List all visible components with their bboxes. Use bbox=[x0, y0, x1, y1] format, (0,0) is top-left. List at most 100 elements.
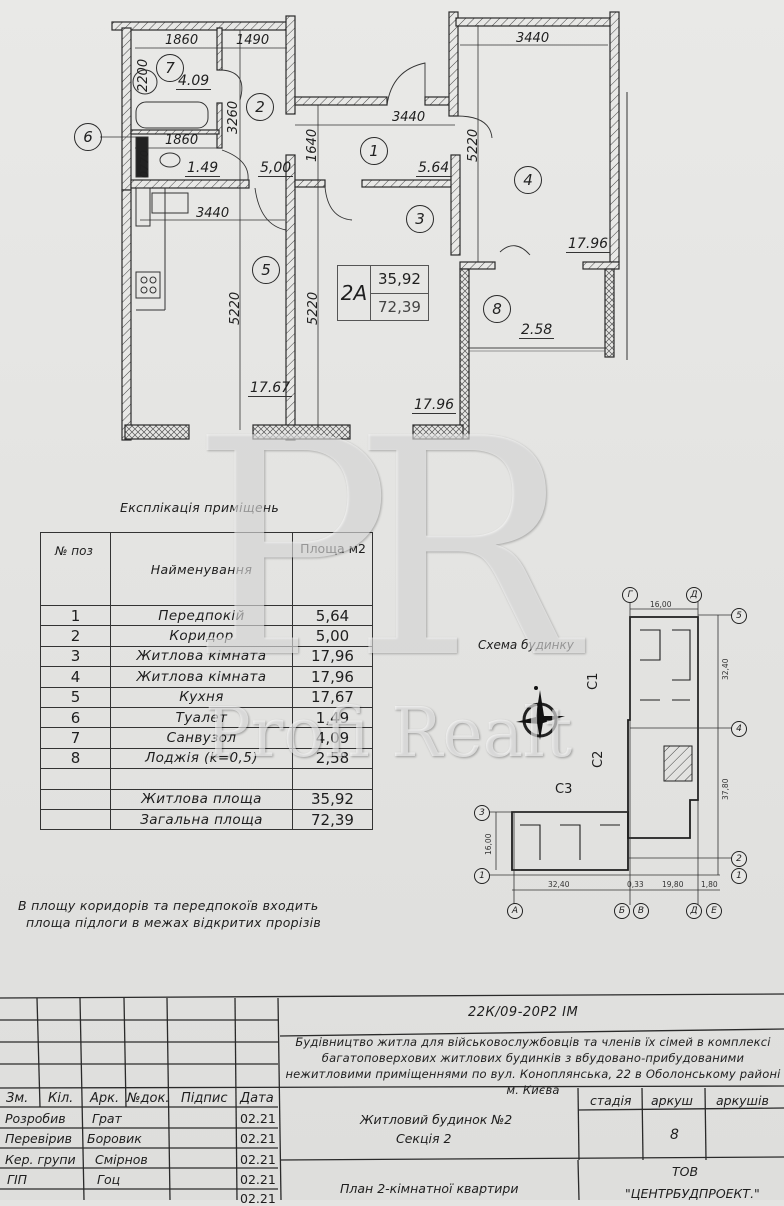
row-area: 5,64 bbox=[292, 604, 373, 627]
wall bbox=[285, 15, 296, 115]
leader-line-6 bbox=[100, 136, 140, 138]
compass-rose-icon bbox=[516, 686, 565, 740]
room-area-1: 5.64 bbox=[416, 160, 452, 177]
description-line: м. Києва bbox=[506, 1083, 560, 1097]
company-line-1: ТОВ bbox=[672, 1164, 699, 1179]
header-ndoc: №док. bbox=[127, 1091, 170, 1106]
total-name: Загальна площа bbox=[110, 808, 293, 831]
room-marker-3: 3 bbox=[406, 205, 434, 233]
apartment-badge: 2А 35,92 72,39 bbox=[337, 265, 429, 321]
room-marker-8: 8 bbox=[483, 295, 511, 323]
plan-title: План 2-кімнатної квартири bbox=[340, 1181, 519, 1196]
signer-role: ГІП bbox=[7, 1172, 28, 1187]
signer-date: 02.21 bbox=[240, 1131, 276, 1146]
note-line-1: В площу коридорів та передпокоїв входить bbox=[18, 898, 319, 913]
dim-corridor-width: 1490 bbox=[236, 33, 270, 48]
axis-marker-2: 2 bbox=[731, 851, 747, 867]
wall bbox=[130, 129, 220, 135]
note-line-2: площа підлоги в межах відкритих прорізів bbox=[26, 915, 322, 930]
dim-kitchen-width: 3440 bbox=[196, 206, 230, 221]
room-marker-7: 7 bbox=[156, 54, 184, 82]
axis-marker-5: 5 bbox=[731, 608, 747, 624]
dim-toilet-width: 1860 bbox=[165, 133, 199, 148]
axis-marker-g: Г bbox=[622, 587, 638, 603]
schema-title: Схема будинку bbox=[478, 638, 574, 652]
stove-icon bbox=[135, 271, 161, 299]
wall bbox=[216, 27, 223, 71]
sheet-number: 8 bbox=[670, 1127, 679, 1143]
window-sill bbox=[252, 424, 351, 440]
signer-date: 02.21 bbox=[240, 1172, 276, 1187]
row-area: 4,09 bbox=[292, 727, 373, 749]
drawing-code: 22К/09-20Р2 IМ bbox=[468, 1005, 579, 1020]
kitchen-counter-icon bbox=[135, 187, 151, 227]
toilet-icon bbox=[159, 152, 181, 168]
axis-marker-e: Е bbox=[706, 903, 722, 919]
axis-marker-1-right: 1 bbox=[731, 868, 747, 884]
row-name: Житлова кімната bbox=[110, 645, 293, 668]
bathtub-icon bbox=[135, 101, 209, 129]
room-marker-1: 1 bbox=[360, 137, 388, 165]
row-area: 17,67 bbox=[292, 686, 373, 708]
section-highlight bbox=[663, 745, 693, 782]
shower-icon bbox=[132, 69, 158, 95]
loggia-wall bbox=[604, 268, 615, 358]
schema-dim-bottom-c: 19,80 bbox=[662, 880, 684, 889]
row-area: 5,00 bbox=[292, 625, 373, 647]
apartment-living-area: 35,92 bbox=[371, 266, 428, 294]
axis-marker-d-bottom: Д bbox=[686, 903, 702, 919]
section-name: Секція 2 bbox=[396, 1131, 452, 1146]
sink-icon bbox=[151, 192, 189, 214]
axis-marker-v: В bbox=[633, 903, 649, 919]
window-sill bbox=[124, 424, 190, 440]
room-area-6: 1.49 bbox=[185, 160, 221, 177]
schema-dim-bottom-d: 1,80 bbox=[701, 880, 718, 889]
total-name: Житлова площа bbox=[110, 788, 293, 810]
apartment-code: 2А bbox=[338, 266, 371, 320]
section-label-c3: С3 bbox=[555, 782, 573, 797]
room-area-8: 2.58 bbox=[519, 322, 555, 339]
window-sill bbox=[412, 424, 464, 440]
description-line: нежитловими приміщеннями по вул. Конопля… bbox=[285, 1067, 781, 1081]
dim-bath-width: 1860 bbox=[165, 33, 199, 48]
sheets-label: аркушів bbox=[716, 1093, 769, 1108]
signer-name: Смірнов bbox=[95, 1152, 148, 1167]
signer-role: Перевірив bbox=[5, 1131, 72, 1146]
door-room3 bbox=[324, 186, 353, 221]
description-line: багатоповерхових житлових будинків з вбу… bbox=[321, 1051, 745, 1065]
room-area-7: 4.09 bbox=[176, 73, 212, 90]
cistern-icon bbox=[135, 136, 149, 178]
door-room4 bbox=[456, 115, 493, 139]
header-zm: Зм. bbox=[6, 1091, 29, 1106]
total-area: 35,92 bbox=[292, 788, 373, 810]
room-marker-4: 4 bbox=[514, 166, 542, 194]
description-line: Будівництво житла для військовослужбовці… bbox=[295, 1035, 771, 1049]
header-kil: Кіл. bbox=[48, 1091, 74, 1106]
door-bathroom bbox=[221, 69, 243, 101]
dim-room4-width: 3440 bbox=[516, 31, 550, 46]
wall bbox=[130, 179, 250, 189]
explication-title: Експлікація приміщень bbox=[120, 500, 280, 515]
total-area: 72,39 bbox=[292, 808, 373, 831]
axis-marker-a: А bbox=[507, 903, 523, 919]
wall bbox=[285, 154, 296, 441]
room-marker-5: 5 bbox=[252, 256, 280, 284]
stage-label: стадія bbox=[590, 1093, 632, 1108]
door-kitchen bbox=[254, 187, 287, 231]
signer-name: Грат bbox=[92, 1111, 122, 1126]
wall bbox=[121, 189, 132, 441]
room-area-4: 17.96 bbox=[566, 236, 611, 253]
wall bbox=[582, 261, 620, 270]
wall bbox=[450, 154, 461, 256]
door-entrance bbox=[386, 62, 426, 106]
row-area: 17,96 bbox=[292, 666, 373, 688]
schema-dim-bottom-a: 32,40 bbox=[548, 880, 570, 889]
building-name: Житловий будинок №2 bbox=[360, 1112, 513, 1127]
